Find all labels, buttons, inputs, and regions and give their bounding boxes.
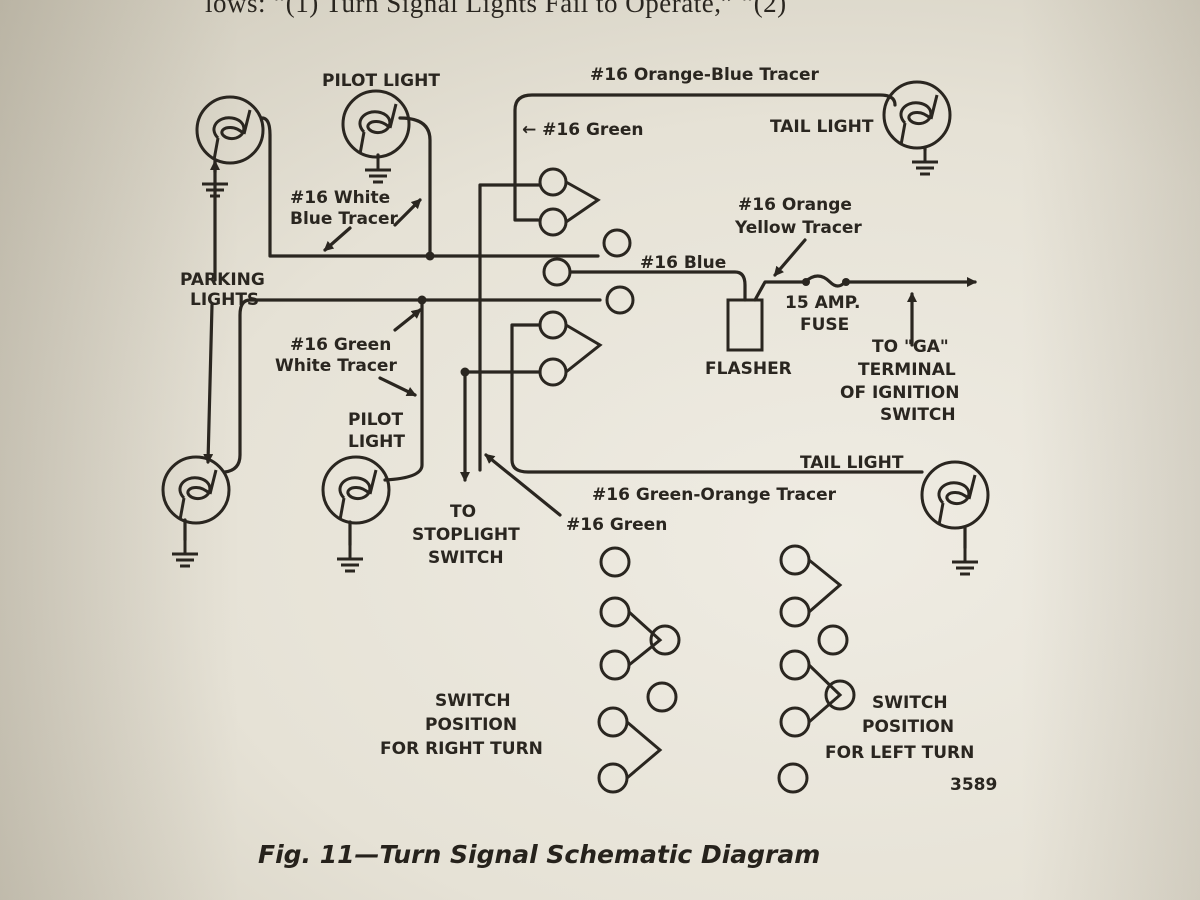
label-parking-lights-1: PARKING	[180, 270, 265, 290]
label-white-blue-tracer-2: Blue Tracer	[290, 209, 399, 229]
wire-orange-blue-tracer	[513, 93, 897, 222]
label-left-turn-1: SWITCH	[872, 693, 948, 713]
label-green-white-1: #16 Green	[290, 335, 391, 355]
arrow-green-bottom	[484, 453, 562, 517]
label-orange-yellow-1: #16 Orange	[738, 195, 852, 215]
junction-dot	[425, 251, 435, 261]
parking-light-bottom-left	[161, 455, 231, 568]
junction-dot	[417, 295, 427, 305]
label-left-turn-3: FOR LEFT TURN	[825, 743, 974, 763]
arrow-white-blue-2	[323, 226, 352, 252]
label-green-bottom: #16 Green	[566, 515, 667, 535]
label-pilot-bottom-2: LIGHT	[348, 432, 405, 452]
label-green-top: ← #16 Green	[522, 120, 643, 140]
label-right-turn-3: FOR RIGHT TURN	[380, 739, 543, 759]
label-green-white-2: White Tracer	[275, 356, 397, 376]
wire-green-orange-tracer	[510, 323, 924, 474]
label-pilot-bottom-1: PILOT	[348, 410, 403, 430]
label-right-turn-2: POSITION	[425, 715, 517, 735]
tail-light-top	[882, 80, 952, 176]
wire-pilot-top	[398, 116, 432, 258]
label-stoplight-3: SWITCH	[428, 548, 504, 568]
wire-blue	[568, 270, 747, 302]
label-ga-3: OF IGNITION	[840, 383, 959, 403]
label-tail-light-bottom: TAIL LIGHT	[800, 453, 904, 473]
arrow-green-white-2	[378, 376, 417, 397]
wire-white-blue-tracer	[260, 116, 600, 258]
wire-stoplight-branch	[465, 370, 542, 480]
switch-position-left-turn	[777, 544, 856, 794]
label-parking-lights-2: LIGHTS	[190, 290, 259, 310]
wire-fuse-feed	[753, 280, 807, 302]
pilot-light-top	[341, 89, 411, 184]
label-stoplight-2: STOPLIGHT	[412, 525, 520, 545]
pilot-light-bottom	[321, 455, 391, 573]
tail-light-bottom	[920, 460, 990, 576]
wire-green-white-tracer	[223, 298, 602, 474]
label-ga-4: SWITCH	[880, 405, 956, 425]
label-tail-light-top: TAIL LIGHT	[770, 117, 874, 137]
label-blue: #16 Blue	[640, 253, 726, 273]
wire-parking-lights-down	[203, 303, 214, 464]
wire-green-top-branch	[478, 183, 542, 472]
arrow-orange-yellow	[773, 238, 807, 277]
flasher-box	[726, 298, 764, 352]
label-ga-2: TERMINAL	[858, 360, 956, 380]
figure-number: 3589	[950, 775, 997, 795]
label-orange-yellow-2: Yellow Tracer	[734, 218, 862, 238]
switch-position-right-turn	[597, 546, 681, 794]
fuse-terminal	[802, 278, 810, 286]
label-left-turn-2: POSITION	[862, 717, 954, 737]
label-white-blue-tracer-1: #16 White	[290, 188, 390, 208]
switch-contacts	[538, 167, 635, 387]
header-text: lows: “(1) Turn Signal Lights Fail to Op…	[205, 0, 787, 18]
arrow-white-blue	[393, 198, 422, 227]
label-pilot-light-top: PILOT LIGHT	[322, 71, 440, 91]
parking-light-top-left	[195, 95, 265, 198]
label-right-turn-1: SWITCH	[435, 691, 511, 711]
junction-dot	[460, 367, 470, 377]
label-fuse-1: 15 AMP.	[785, 293, 860, 313]
arrow-green-white	[393, 308, 422, 332]
label-flasher: FLASHER	[705, 359, 792, 379]
label-green-orange-tracer: #16 Green-Orange Tracer	[592, 485, 837, 505]
label-fuse-2: FUSE	[800, 315, 849, 335]
label-ga-1: TO "GA"	[872, 337, 949, 357]
wire-pilot-bottom	[383, 298, 424, 482]
label-stoplight-1: TO	[450, 502, 476, 522]
figure-caption: Fig. 11—Turn Signal Schematic Diagram	[258, 840, 821, 869]
fuse-symbol	[803, 274, 847, 288]
label-orange-blue-tracer: #16 Orange-Blue Tracer	[590, 65, 820, 85]
